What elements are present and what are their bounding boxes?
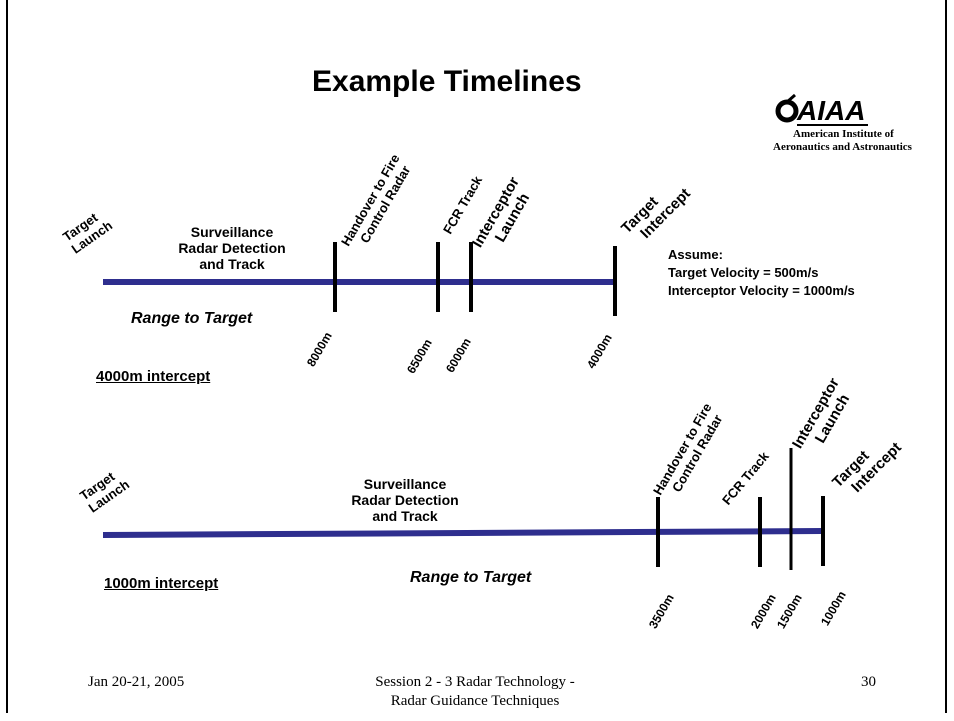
footer-date: Jan 20-21, 2005 [88,674,185,690]
timeline2-phase-label: Surveillance Radar Detection and Track [351,476,459,524]
timeline2-bar [102,528,823,538]
assumptions-block: Assume: Target Velocity = 500m/s Interce… [668,246,855,300]
footer-page-number: 30 [861,674,876,690]
footer-session-line2: Radar Guidance Techniques [390,693,560,709]
footer-session: Session 2 - 3 Radar Technology - Radar G… [330,673,620,711]
timeline1-caption: 4000m intercept [96,368,211,385]
timeline1-range-label: Range to Target [131,310,253,327]
assumptions-line2: Interceptor Velocity = 1000m/s [668,283,855,298]
logo-line1: American Institute of [793,128,894,140]
footer-session-line1: Session 2 - 3 Radar Technology - [375,674,575,690]
aiaa-logo-text: AIAA [796,95,865,126]
assumptions-heading: Assume: [668,247,723,262]
slide-title: Example Timelines [312,65,582,98]
timeline2-range-label: Range to Target [410,569,532,586]
aiaa-logo-mark: AIAA [775,93,868,126]
slide-frame [6,0,947,713]
timeline2-caption: 1000m intercept [104,575,219,592]
aiaa-logo: AIAA American Institute of Aeronautics a… [773,92,953,153]
timeline1-phase-label: Surveillance Radar Detection and Track [178,224,286,272]
logo-line2: Aeronautics and Astronautics [773,141,912,153]
assumptions-line1: Target Velocity = 500m/s [668,265,819,280]
